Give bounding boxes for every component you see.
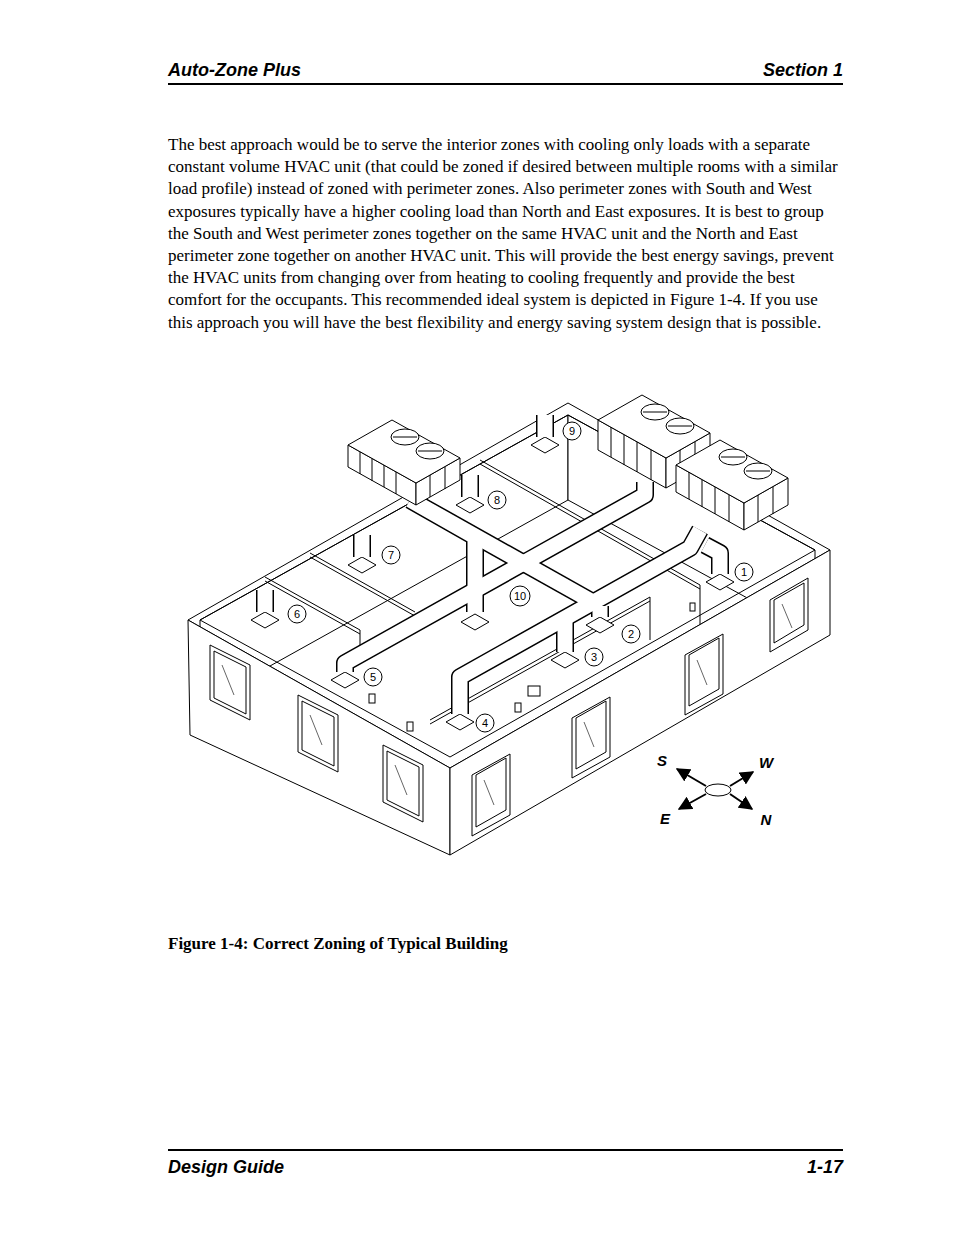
diffuser xyxy=(461,614,489,630)
window xyxy=(298,695,338,772)
switch xyxy=(369,694,375,703)
diffuser xyxy=(706,574,734,590)
switch xyxy=(515,703,521,712)
duct-outline xyxy=(265,415,720,714)
hvac-unit xyxy=(348,420,460,505)
diffuser xyxy=(331,672,359,688)
window-glare xyxy=(222,604,792,805)
figure-caption: Figure 1-4: Correct Zoning of Typical Bu… xyxy=(168,934,508,954)
diffuser xyxy=(348,557,376,573)
window xyxy=(210,645,250,720)
window-frame xyxy=(774,583,804,643)
window-frame xyxy=(214,651,246,714)
window-frame xyxy=(302,701,334,766)
hvac-unit xyxy=(676,440,788,530)
switch xyxy=(690,603,695,611)
duct-core xyxy=(265,415,720,714)
running-header: Auto-Zone Plus xyxy=(168,59,301,81)
window xyxy=(770,578,808,652)
wall-devices xyxy=(369,603,695,731)
window-frame xyxy=(387,751,419,816)
callout-number: 6 xyxy=(294,608,300,620)
window-frame xyxy=(476,758,506,827)
compass-letter: W xyxy=(759,755,773,771)
partition xyxy=(265,581,360,634)
callout-number: 9 xyxy=(569,425,575,437)
window xyxy=(685,634,723,715)
partition xyxy=(265,577,360,630)
callout-number: 4 xyxy=(482,717,488,729)
switch xyxy=(407,722,413,731)
thermostat xyxy=(528,686,540,696)
callout-number: 1 xyxy=(741,566,747,578)
diffuser xyxy=(456,497,484,513)
window-frame xyxy=(689,638,719,706)
partition xyxy=(650,597,651,640)
windows xyxy=(210,578,808,836)
header-rule xyxy=(168,83,843,85)
diffuser xyxy=(251,612,279,628)
page-number: 1-17 xyxy=(807,1156,843,1178)
window xyxy=(572,697,610,778)
footer-title: Design Guide xyxy=(168,1156,284,1178)
diffuser xyxy=(446,714,474,730)
callout-number: 5 xyxy=(370,671,376,683)
partition xyxy=(310,553,415,612)
diffuser xyxy=(586,617,614,633)
diffuser xyxy=(531,437,559,453)
window xyxy=(383,745,423,822)
diffuser xyxy=(551,652,579,668)
callout-number: 7 xyxy=(388,549,394,561)
callout-number: 8 xyxy=(494,494,500,506)
callout-number: 3 xyxy=(591,651,597,663)
window-frame xyxy=(576,701,606,769)
hvac-units xyxy=(348,395,788,530)
compass xyxy=(677,769,753,809)
callout-number: 10 xyxy=(514,590,526,602)
partition xyxy=(310,557,415,616)
compass-letter: S xyxy=(657,753,667,769)
callout-circles xyxy=(288,422,753,732)
body-paragraph: The best approach would be to serve the … xyxy=(168,134,844,334)
callout-number: 2 xyxy=(628,628,634,640)
compass-letter: E xyxy=(660,811,670,827)
compass-letter: N xyxy=(761,812,772,828)
front-wall xyxy=(450,550,830,855)
building xyxy=(188,403,830,855)
section-header: Section 1 xyxy=(763,59,843,81)
window xyxy=(472,754,510,836)
footer-rule xyxy=(168,1149,843,1151)
front-wall xyxy=(188,620,450,855)
partition xyxy=(700,585,701,625)
